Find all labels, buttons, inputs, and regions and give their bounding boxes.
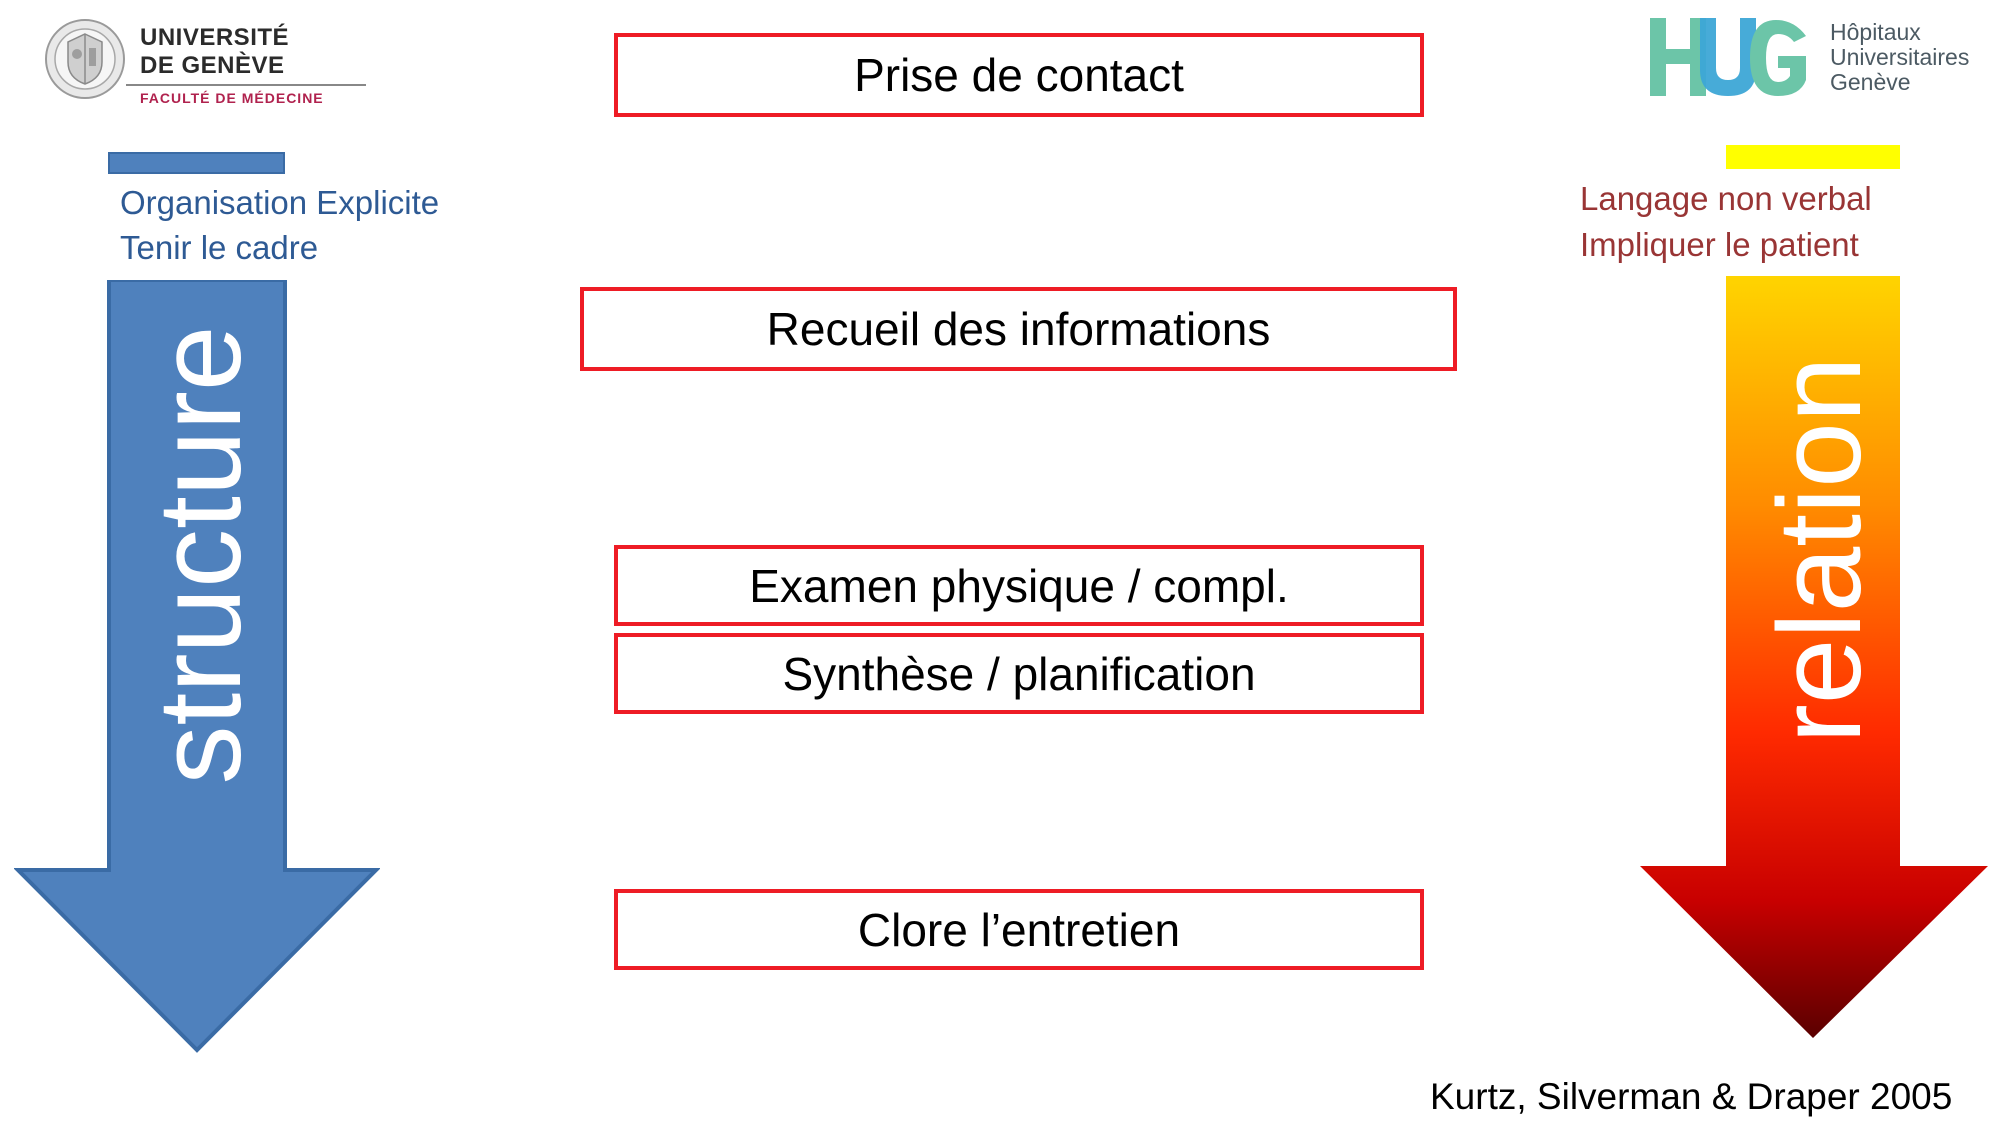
relation-note-1: Langage non verbal xyxy=(1580,180,1872,217)
hug-text-line1: Hôpitaux xyxy=(1830,19,1921,45)
relation-bar xyxy=(1726,145,1900,169)
hug-text-line3: Genève xyxy=(1830,69,1911,95)
step-examen-physique: Examen physique / compl. xyxy=(614,545,1424,626)
faculty-name: FACULTÉ DE MÉDECINE xyxy=(140,90,324,106)
relation-note-2: Impliquer le patient xyxy=(1580,226,1859,263)
universite-geneve-logo: UNIVERSITÉ DE GENÈVE FACULTÉ DE MÉDECINE xyxy=(44,14,366,114)
university-name-line1: UNIVERSITÉ xyxy=(140,24,290,51)
step-synthese-planification: Synthèse / planification xyxy=(614,633,1424,714)
structure-note-1: Organisation Explicite xyxy=(120,184,440,221)
hug-mark-icon xyxy=(1650,18,1806,96)
step-recueil-des-informations: Recueil des informations xyxy=(580,287,1457,371)
structure-arrow-icon xyxy=(14,280,380,1053)
structure-label: structure xyxy=(134,325,266,785)
logo-divider xyxy=(126,84,366,86)
relation-arrow-icon xyxy=(1640,276,1988,1038)
hug-logo: Hôpitaux Universitaires Genève xyxy=(1650,14,1980,104)
step-clore-entretien: Clore l’entretien xyxy=(614,889,1424,970)
step-prise-de-contact: Prise de contact xyxy=(614,33,1424,117)
structure-bar xyxy=(108,152,285,174)
structure-note-2: Tenir le cadre xyxy=(120,229,319,266)
hug-text-line2: Universitaires xyxy=(1830,44,1970,70)
hug-text: Hôpitaux Universitaires Genève xyxy=(1830,20,1969,95)
relation-label: relation xyxy=(1754,356,1886,744)
university-name-line2: DE GENÈVE xyxy=(140,52,285,79)
university-seal-icon xyxy=(45,19,125,99)
citation: Kurtz, Silverman & Draper 2005 xyxy=(1430,1076,1953,1117)
